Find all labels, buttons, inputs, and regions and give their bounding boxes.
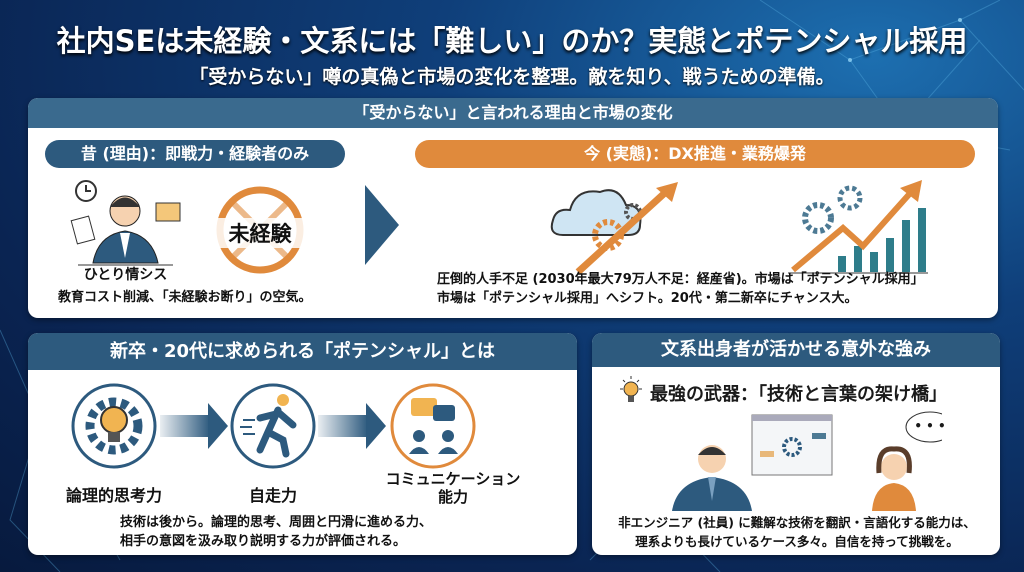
panel-heading: 新卒・20代に求められる「ポテンシャル」とは (28, 333, 577, 370)
panel-heading: 「受からない」と言われる理由と市場の変化 (28, 98, 998, 128)
transition-arrow-icon (365, 185, 399, 265)
explaining-tech-illustration (672, 411, 942, 511)
page-title: 社内SEは未経験・文系には「難しい」のか？実態とポテンシャル採用 (56, 24, 968, 58)
strength-text-line-1: 非エンジニア (社員) に難解な技術を翻訳・言語化する能力は、 (618, 515, 976, 530)
flow-arrow-icon (318, 403, 386, 449)
strength-text-line-2: 理系よりも長けているケース多々。自信を持って挑戦を。 (635, 534, 959, 549)
potential-label-communication: コミュニケーション 能力 (385, 470, 521, 506)
past-text: 教育コスト削減、「未経験お断り」の空気。 (58, 290, 312, 305)
market-change-panel: 「受からない」と言われる理由と市場の変化 昔 (理由)：即戦力・経験者のみ 今 … (28, 98, 998, 318)
strongest-weapon-text: 最強の武器：「技術と言葉の架け橋」 (650, 384, 947, 405)
flow-arrow-icon (160, 403, 228, 449)
potential-text-line-2: 相手の意図を汲み取り説明する力が評価される。 (120, 534, 407, 549)
panel-heading: 文系出身者が活かせる意外な強み (592, 333, 1000, 367)
potential-text-line-1: 技術は後から。論理的思考、周囲と円滑に進める力、 (120, 515, 433, 530)
speech-bubble-text: • • • (914, 419, 946, 433)
past-pill: 昔 (理由)：即戦力・経験者のみ (45, 140, 345, 168)
communication-icon (390, 383, 476, 469)
badge-text: 未経験 (213, 218, 307, 248)
cloud-growth-icon (550, 182, 678, 275)
lightbulb-icon (620, 376, 642, 402)
potential-label-self-driven: 自走力 (248, 486, 297, 505)
running-person-icon (230, 383, 316, 469)
now-text-line-1: 圧倒的人手不足 (2030年最大79万人不足：経産省)。市場は「ポテンシャル採用… (437, 272, 924, 287)
potential-flow (71, 383, 476, 469)
liberal-arts-strength-panel: 文系出身者が活かせる意外な強み 最強の武器：「技術と言葉の架け橋」 • • • … (592, 333, 1000, 555)
potential-panel: 新卒・20代に求められる「ポテンシャル」とは 論理的思考力 自走力 コミュニケー… (28, 333, 577, 555)
lightbulb-gear-icon (71, 383, 157, 469)
now-pill: 今 (実態)：DX推進・業務爆発 (415, 140, 975, 168)
growth-chart-icon (788, 180, 928, 274)
stressed-person-icon (70, 180, 181, 266)
now-text-line-2: 市場は「ポテンシャル採用」へシフト。20代・第二新卒にチャンス大。 (437, 291, 858, 306)
page-subtitle: 「受からない」噂の真偽と市場の変化を整理。敵を知り、戦うための準備。 (189, 66, 835, 88)
potential-label-logic: 論理的思考力 (65, 486, 162, 505)
person-label: ひとり情シス (83, 267, 168, 283)
